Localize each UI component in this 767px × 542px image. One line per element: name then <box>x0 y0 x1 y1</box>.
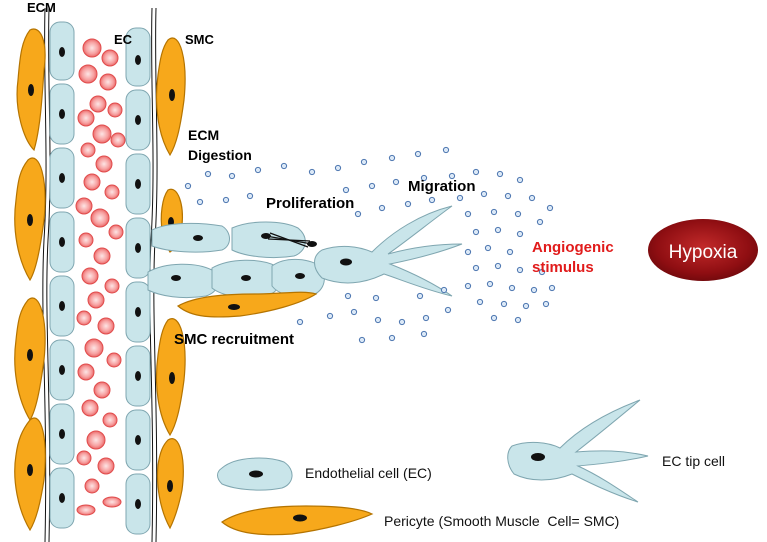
tip-cell <box>314 205 463 297</box>
angiogenic-label-1: Angiogenic <box>532 239 614 256</box>
legend-pericyte-label: Pericyte (Smooth Muscle Cell= SMC) <box>384 513 619 529</box>
vessel <box>14 7 186 542</box>
growth-factor-dots <box>184 146 556 344</box>
proliferation-label: Proliferation <box>266 195 354 212</box>
stalk-ec-cell <box>147 263 219 299</box>
legend: Endothelial cell (EC) EC tip cell Pericy… <box>217 399 725 536</box>
left-ec-column <box>49 21 75 529</box>
ec-label: EC <box>114 32 133 47</box>
stalk-ec-cell <box>151 222 230 253</box>
hypoxia-label: Hypoxia <box>669 242 738 263</box>
right-ec-column <box>125 27 151 535</box>
smc-recruitment-label: SMC recruitment <box>174 331 294 348</box>
ecm-label: ECM <box>27 0 56 15</box>
red-blood-cells <box>75 38 126 516</box>
left-smc-column <box>14 28 46 532</box>
labels: ECM EC SMC ECM Digestion Proliferation M… <box>27 0 738 348</box>
smc-label: SMC <box>185 32 215 47</box>
angiogenic-label-2: stimulus <box>532 259 594 276</box>
migration-label: Migration <box>408 178 476 195</box>
hypoxia-region <box>648 219 758 281</box>
sprout <box>147 205 463 318</box>
legend-tip-cell <box>507 399 649 503</box>
ecm-digestion-label-1: ECM <box>188 127 219 143</box>
legend-ec-label: Endothelial cell (EC) <box>305 465 432 481</box>
ecm-digestion-label-2: Digestion <box>188 147 252 163</box>
recruited-smc <box>176 291 318 318</box>
legend-tip-label: EC tip cell <box>662 453 725 469</box>
